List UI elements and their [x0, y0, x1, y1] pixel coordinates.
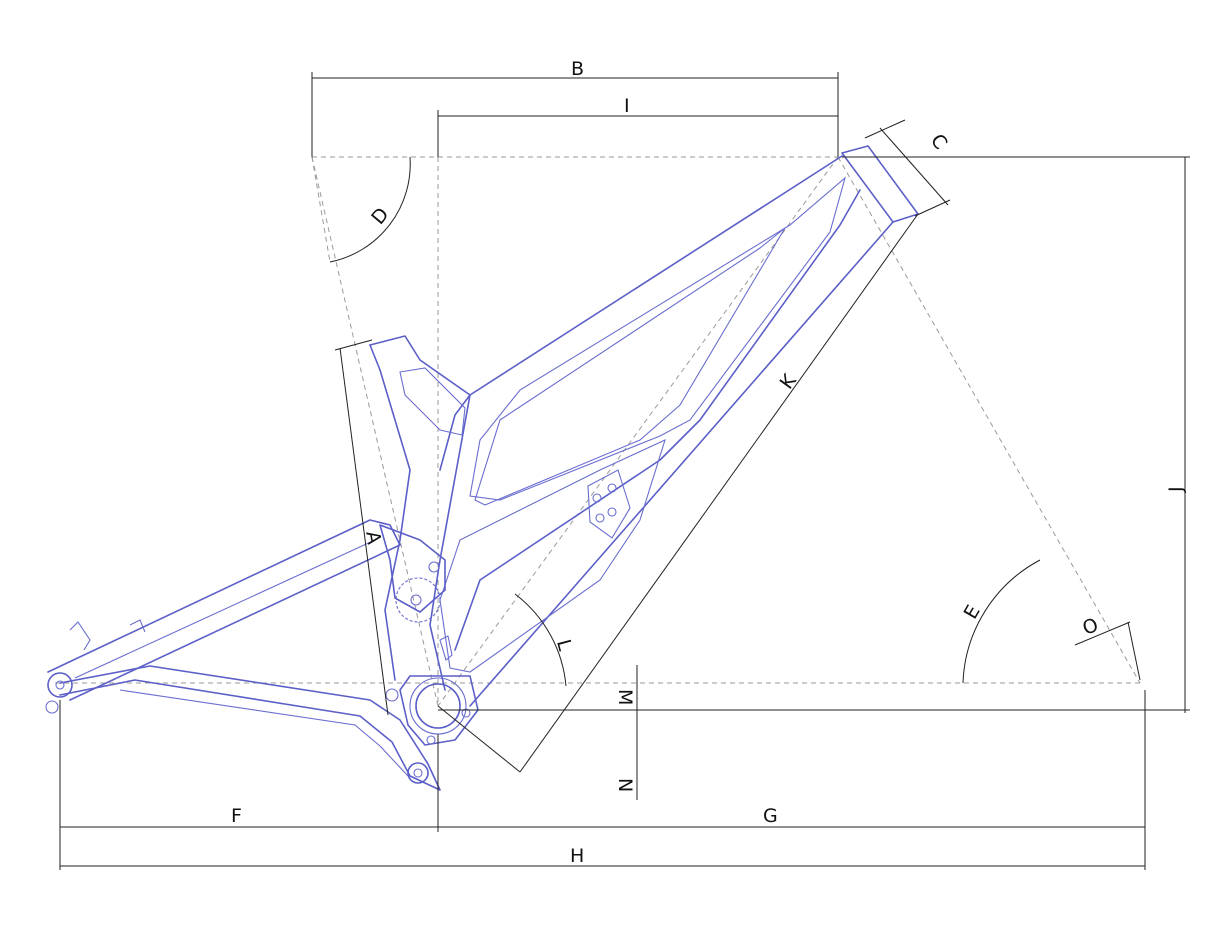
label-O: O — [1080, 614, 1102, 640]
angle-arc-E — [962, 559, 1041, 684]
bike-frame — [45, 145, 919, 791]
seat-tube — [369, 335, 471, 691]
chain-guide-cog — [395, 577, 441, 623]
label-J: J — [1165, 486, 1187, 493]
seat-stay — [47, 519, 401, 701]
rear-axle — [47, 672, 73, 698]
dimension-label-group: B I C D K J A E L O M N F G H — [231, 58, 1187, 867]
label-B: B — [571, 58, 584, 80]
upper-cutout — [474, 227, 786, 506]
label-E: E — [960, 601, 985, 622]
label-G: G — [763, 805, 778, 827]
seat-stay-inner — [74, 539, 376, 679]
label-K: K — [776, 370, 801, 393]
shock-mount — [587, 469, 631, 539]
construction-lines — [55, 156, 1141, 707]
bottom-bracket — [415, 683, 461, 729]
lower-link-pivot — [407, 762, 429, 784]
top-tube — [439, 155, 843, 471]
label-A: A — [361, 529, 385, 546]
label-C: C — [926, 130, 952, 154]
angle-arc-D — [329, 156, 411, 263]
seat-tube-rear — [369, 344, 411, 681]
chain-stay-inner — [119, 689, 409, 777]
label-I: I — [624, 95, 630, 117]
label-H: H — [570, 845, 584, 867]
down-tube-inner — [454, 189, 861, 651]
bb-housing — [399, 675, 479, 746]
rocker-link — [379, 524, 446, 613]
label-L: L — [552, 637, 576, 653]
angle-arc-L — [514, 593, 567, 687]
label-N: N — [614, 778, 636, 792]
label-M: M — [614, 689, 636, 705]
seat-tube-window — [399, 367, 466, 436]
chain-stay — [59, 665, 441, 791]
main-triangle-cutout — [469, 176, 847, 501]
lower-cutout — [439, 438, 666, 673]
label-F: F — [231, 805, 242, 827]
dimension-lines — [59, 72, 1190, 870]
brake-mount — [69, 621, 91, 651]
down-tube — [469, 221, 894, 707]
